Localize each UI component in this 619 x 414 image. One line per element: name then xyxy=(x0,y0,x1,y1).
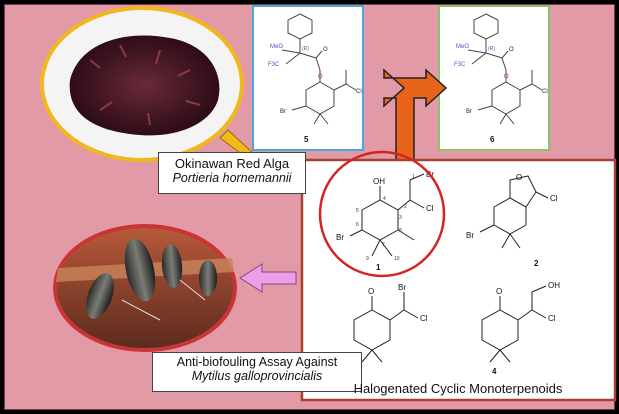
f3c-label-5: F3C xyxy=(268,62,280,68)
compound-2-structure: O Cl Br 2 xyxy=(466,173,558,268)
meo-label-6: MeO xyxy=(456,44,469,50)
compound-number-6: 6 xyxy=(490,135,495,144)
stereo-label-6: (R) xyxy=(488,46,495,52)
o-label-2: O xyxy=(516,173,522,182)
locant-3: 3 xyxy=(399,215,402,221)
alga-label-line2: Portieria hornemannii xyxy=(172,171,292,185)
compound-6-box: MeO F3C (R) O O Cl Br 6 xyxy=(438,5,550,151)
br-label-3: Br xyxy=(398,283,406,292)
box-caption: Halogenated Cyclic Monoterpenoids xyxy=(353,381,563,396)
cl-label-1: Cl xyxy=(426,204,434,213)
o-label-5a: O xyxy=(323,47,328,53)
locant-10: 10 xyxy=(394,256,400,262)
compound-5-box: MeO F3C (R) O O Cl Br 5 xyxy=(252,5,364,151)
assay-label: Anti-biofouling Assay Against Mytilus ga… xyxy=(152,352,362,392)
stereo-label-5: (R) xyxy=(302,46,309,52)
o-label-4: O xyxy=(496,287,502,296)
br-label-1b: Br xyxy=(336,233,344,242)
assay-label-line2: Mytilus galloprovincialis xyxy=(191,369,323,383)
cl-label-4: Cl xyxy=(548,314,556,323)
compound-number-1: 1 xyxy=(376,263,381,272)
locant-2: 2 xyxy=(404,204,407,210)
meo-label-5: MeO xyxy=(270,44,283,50)
mussel-assay-photo xyxy=(53,224,237,352)
oh-label-1: OH xyxy=(373,177,385,186)
cl-label-3: Cl xyxy=(420,314,428,323)
alga-label: Okinawan Red Alga Portieria hornemannii xyxy=(158,152,306,194)
locant-4: 4 xyxy=(383,196,386,202)
o-label-3: O xyxy=(368,287,374,296)
cl-label-2: Cl xyxy=(550,194,558,203)
o-label-5b: O xyxy=(318,74,323,80)
compound-4-structure: O OH Cl 4 xyxy=(481,281,560,376)
compound-number-4: 4 xyxy=(492,367,497,376)
locant-7: 7 xyxy=(382,242,385,248)
f3c-label-6: F3C xyxy=(454,62,466,68)
locant-8: 8 xyxy=(399,228,402,234)
br-label-6: Br xyxy=(466,109,472,115)
o-label-6b: O xyxy=(504,74,509,80)
assay-label-line1: Anti-biofouling Assay Against xyxy=(176,355,338,369)
cl-label-6: Cl xyxy=(542,89,548,95)
locant-1: 1 xyxy=(412,174,415,180)
alga-label-line1: Okinawan Red Alga xyxy=(174,156,290,171)
locant-5: 5 xyxy=(356,208,359,214)
oh-label-4: OH xyxy=(548,281,560,290)
locant-6: 6 xyxy=(356,222,359,228)
cl-label-5: Cl xyxy=(356,89,362,95)
br-label-5: Br xyxy=(280,109,286,115)
br-label-2: Br xyxy=(466,231,474,240)
locant-9: 9 xyxy=(366,256,369,262)
red-alga-photo xyxy=(40,6,244,162)
compound-number-5: 5 xyxy=(304,135,309,144)
compound-1-highlight-circle xyxy=(318,150,446,278)
o-label-6a: O xyxy=(509,47,514,53)
pink-arrow xyxy=(239,263,297,293)
t-shaped-arrow xyxy=(383,68,448,171)
compound-number-2: 2 xyxy=(534,259,539,268)
